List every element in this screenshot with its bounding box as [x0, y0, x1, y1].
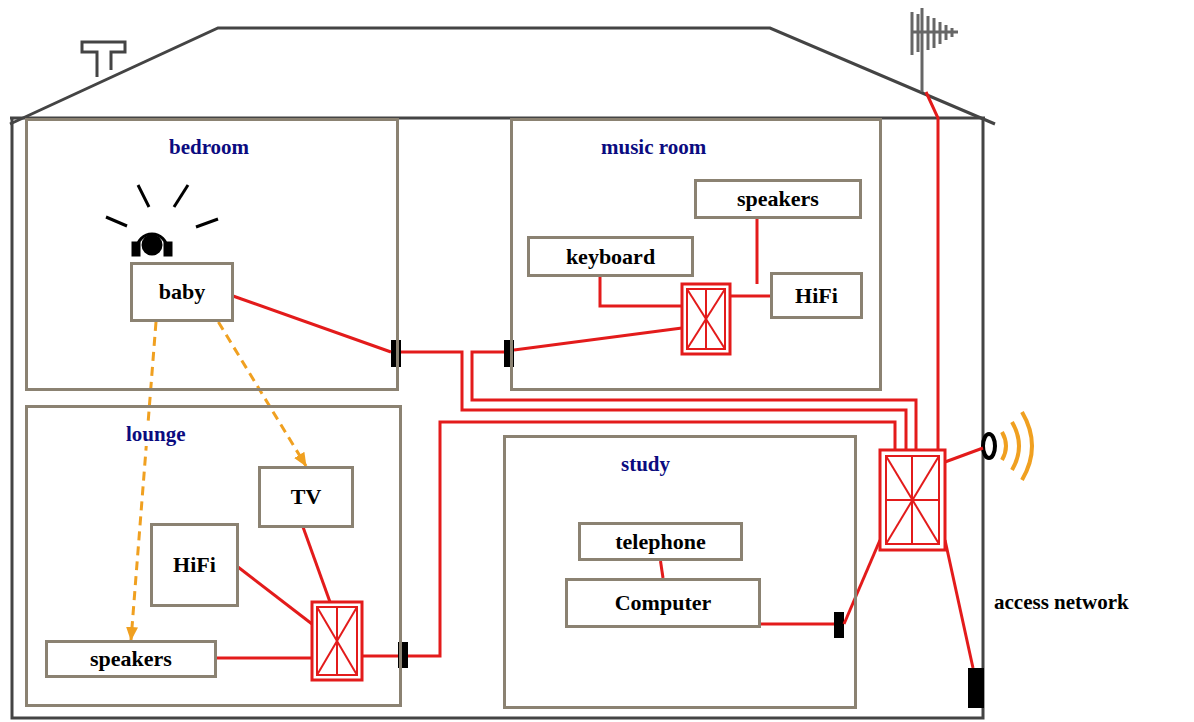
crying-baby-icon	[106, 185, 218, 255]
roof	[10, 28, 995, 124]
wireless-antenna	[983, 434, 995, 458]
device-label: baby	[159, 279, 205, 304]
device-label: telephone	[615, 529, 705, 554]
stream-arrow	[218, 322, 306, 466]
wall-socket	[834, 612, 844, 638]
network-hub	[682, 284, 730, 354]
cable-line	[661, 561, 664, 578]
network-label: access network	[992, 590, 1131, 615]
device-label: speakers	[737, 186, 819, 211]
device-label: Computer	[615, 590, 712, 615]
device-box: speakers	[694, 179, 862, 219]
device-label: TV	[291, 484, 322, 509]
room-box: study telephoneComputer	[503, 435, 857, 709]
device-box: HiFi	[770, 272, 863, 319]
access-socket	[968, 668, 984, 708]
room-title: study	[618, 452, 673, 476]
chimney	[82, 42, 125, 77]
device-box: TV	[258, 466, 354, 528]
network-hub	[880, 450, 945, 550]
wall-socket	[391, 340, 401, 367]
room-title: music room	[598, 135, 709, 159]
device-box: keyboard	[527, 236, 694, 277]
device-label: HiFi	[173, 552, 216, 577]
device-box: telephone	[578, 522, 743, 561]
device-box: HiFi	[150, 523, 239, 607]
network-hub	[312, 602, 362, 680]
device-box: Computer	[565, 578, 761, 628]
network-wiring	[216, 92, 983, 668]
device-box: baby	[130, 262, 234, 322]
device-label: HiFi	[795, 283, 838, 308]
wall	[12, 118, 983, 718]
room-box: music room speakers keyboardHiFi	[510, 118, 882, 391]
room-box: bedroom baby	[25, 118, 399, 391]
room-title: lounge	[123, 422, 189, 446]
device-box: speakers	[45, 640, 217, 678]
device-label: keyboard	[566, 244, 655, 269]
room-box: loungeTV HiFi speakers	[25, 405, 402, 707]
antenna	[912, 8, 958, 92]
room-title: bedroom	[166, 135, 252, 159]
device-label: speakers	[90, 646, 172, 671]
radio-waves	[1002, 412, 1032, 480]
